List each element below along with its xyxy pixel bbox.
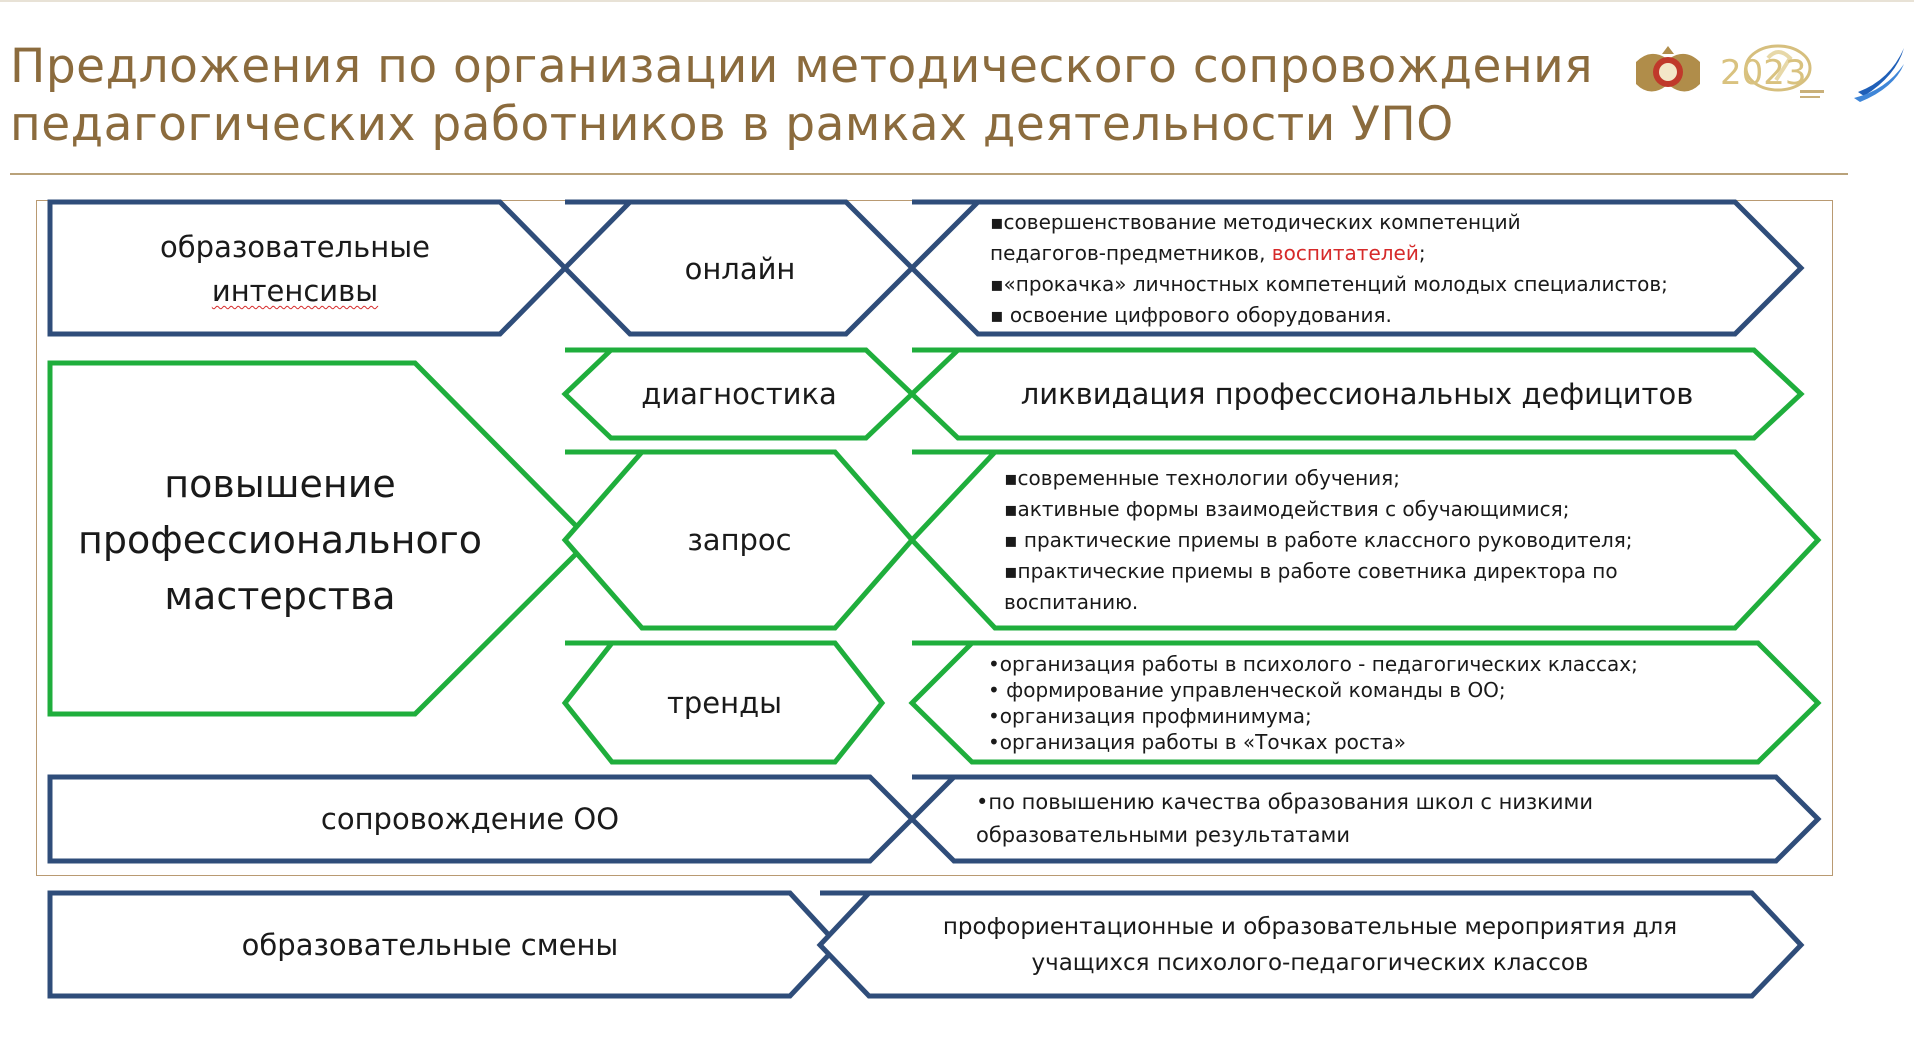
support-item-line-1: •по повышению качества образования школ …	[976, 790, 1593, 814]
mastery-label: повышение профессионального мастерства	[55, 440, 505, 640]
request-item-4-cont: воспитанию.	[1004, 589, 1139, 614]
support-details-chevron-shape	[908, 774, 1822, 864]
year-logo-text: 2023	[1720, 53, 1807, 93]
mastery-arrow-shape	[47, 360, 594, 717]
logos: 2023	[1636, 44, 1904, 102]
support-details-list: •по повышению качества образования школ …	[976, 782, 1766, 856]
year-2023-logo: 2023	[1720, 44, 1824, 98]
deficits-chevron-shape	[908, 347, 1805, 441]
intensives-item-1-accent: воспитателей	[1271, 241, 1419, 265]
shifts-details-line-2: учащихся психолого-педагогических классо…	[1031, 950, 1589, 976]
trends-label: тренды	[612, 650, 837, 756]
top-rule	[0, 0, 1914, 2]
page-title: Предложения по организации методического…	[10, 38, 1630, 154]
trends-item-4: •организация работы в «Точках роста»	[988, 730, 1407, 754]
intensives-item-1-line-1: ▪совершенствование методических компетен…	[990, 210, 1521, 234]
deficits-label-text: ликвидация профессиональных дефицитов	[1020, 377, 1694, 411]
title-line-2: педагогических работников в рамках деяте…	[10, 97, 1454, 152]
request-chevron-shape	[561, 449, 916, 631]
trends-item-3: •организация профминимума;	[988, 704, 1312, 728]
diagnostics-label-text: диагностика	[641, 377, 837, 411]
intensives-item-1-line-2: педагогов-предметников, воспитателей;	[990, 238, 1750, 269]
blue-wing-logo-icon	[1854, 48, 1904, 102]
mastery-label-line-1: повышение	[164, 462, 396, 506]
trends-details-list: •организация работы в психолого - педаго…	[988, 647, 1758, 759]
intensives-details-list: ▪совершенствование методических компетен…	[990, 208, 1750, 330]
mastery-label-line-3: мастерства	[164, 574, 396, 618]
eagle-emblem-icon	[1636, 46, 1700, 92]
deficits-label: ликвидация профессиональных дефицитов	[960, 352, 1754, 436]
shifts-arrow-shape	[47, 890, 842, 999]
request-label-text: запрос	[687, 523, 792, 557]
intensives-label-line-1: образовательные	[160, 230, 430, 264]
request-label: запрос	[642, 460, 837, 620]
diagnostics-label: диагностика	[612, 352, 866, 436]
trends-item-2: • формирование управленческой команды в …	[988, 678, 1506, 702]
support-label-text: сопровождение ОО	[320, 802, 620, 836]
shifts-label: образовательные смены	[60, 898, 800, 992]
trends-label-text: тренды	[666, 686, 783, 720]
intensives-item-1-end: ;	[1418, 241, 1426, 265]
request-item-4: ▪практические приемы в работе советника …	[1004, 558, 1618, 583]
shifts-details: профориентационные и образовательные мер…	[880, 898, 1740, 992]
title-divider	[10, 173, 1848, 175]
intensives-item-2: ▪«прокачка» личностных компетенций молод…	[990, 272, 1668, 296]
online-label-text: онлайн	[684, 252, 796, 286]
shifts-details-chevron-shape	[816, 890, 1805, 999]
request-item-3: ▪ практические приемы в работе классного…	[1004, 527, 1633, 552]
trends-item-1: •организация работы в психолого - педаго…	[988, 652, 1638, 676]
intensives-item-3: ▪ освоение цифрового оборудования.	[990, 303, 1392, 327]
request-item-1: ▪современные технологии обучения;	[1004, 465, 1400, 490]
intensives-label: образовательные интенсивы	[60, 210, 530, 328]
support-label: сопровождение ОО	[60, 782, 880, 856]
intensives-details-chevron-shape	[908, 199, 1805, 337]
request-details-list: ▪современные технологии обучения; ▪актив…	[1004, 458, 1744, 622]
online-label: онлайн	[630, 210, 850, 328]
shifts-details-line-1: профориентационные и образовательные мер…	[942, 914, 1678, 940]
mastery-label-line-2: профессионального	[78, 518, 482, 562]
title-line-1: Предложения по организации методического…	[10, 39, 1594, 94]
trends-details-chevron-shape	[908, 640, 1822, 765]
request-item-2: ▪активные формы взаимодействия с обучающ…	[1004, 496, 1570, 521]
online-chevron-shape	[561, 199, 916, 337]
diagnostics-chevron-shape	[561, 347, 916, 441]
support-item-line-2: образовательными результатами	[976, 823, 1351, 847]
intensives-item-1-text: педагогов-предметников,	[990, 241, 1272, 265]
shifts-label-text: образовательные смены	[241, 928, 619, 962]
intensives-arrow-shape	[47, 199, 569, 337]
trends-chevron-shape	[561, 640, 886, 765]
request-details-chevron-shape	[908, 449, 1822, 631]
intensives-label-line-2: интенсивы	[211, 274, 379, 308]
support-arrow-shape	[47, 774, 916, 864]
